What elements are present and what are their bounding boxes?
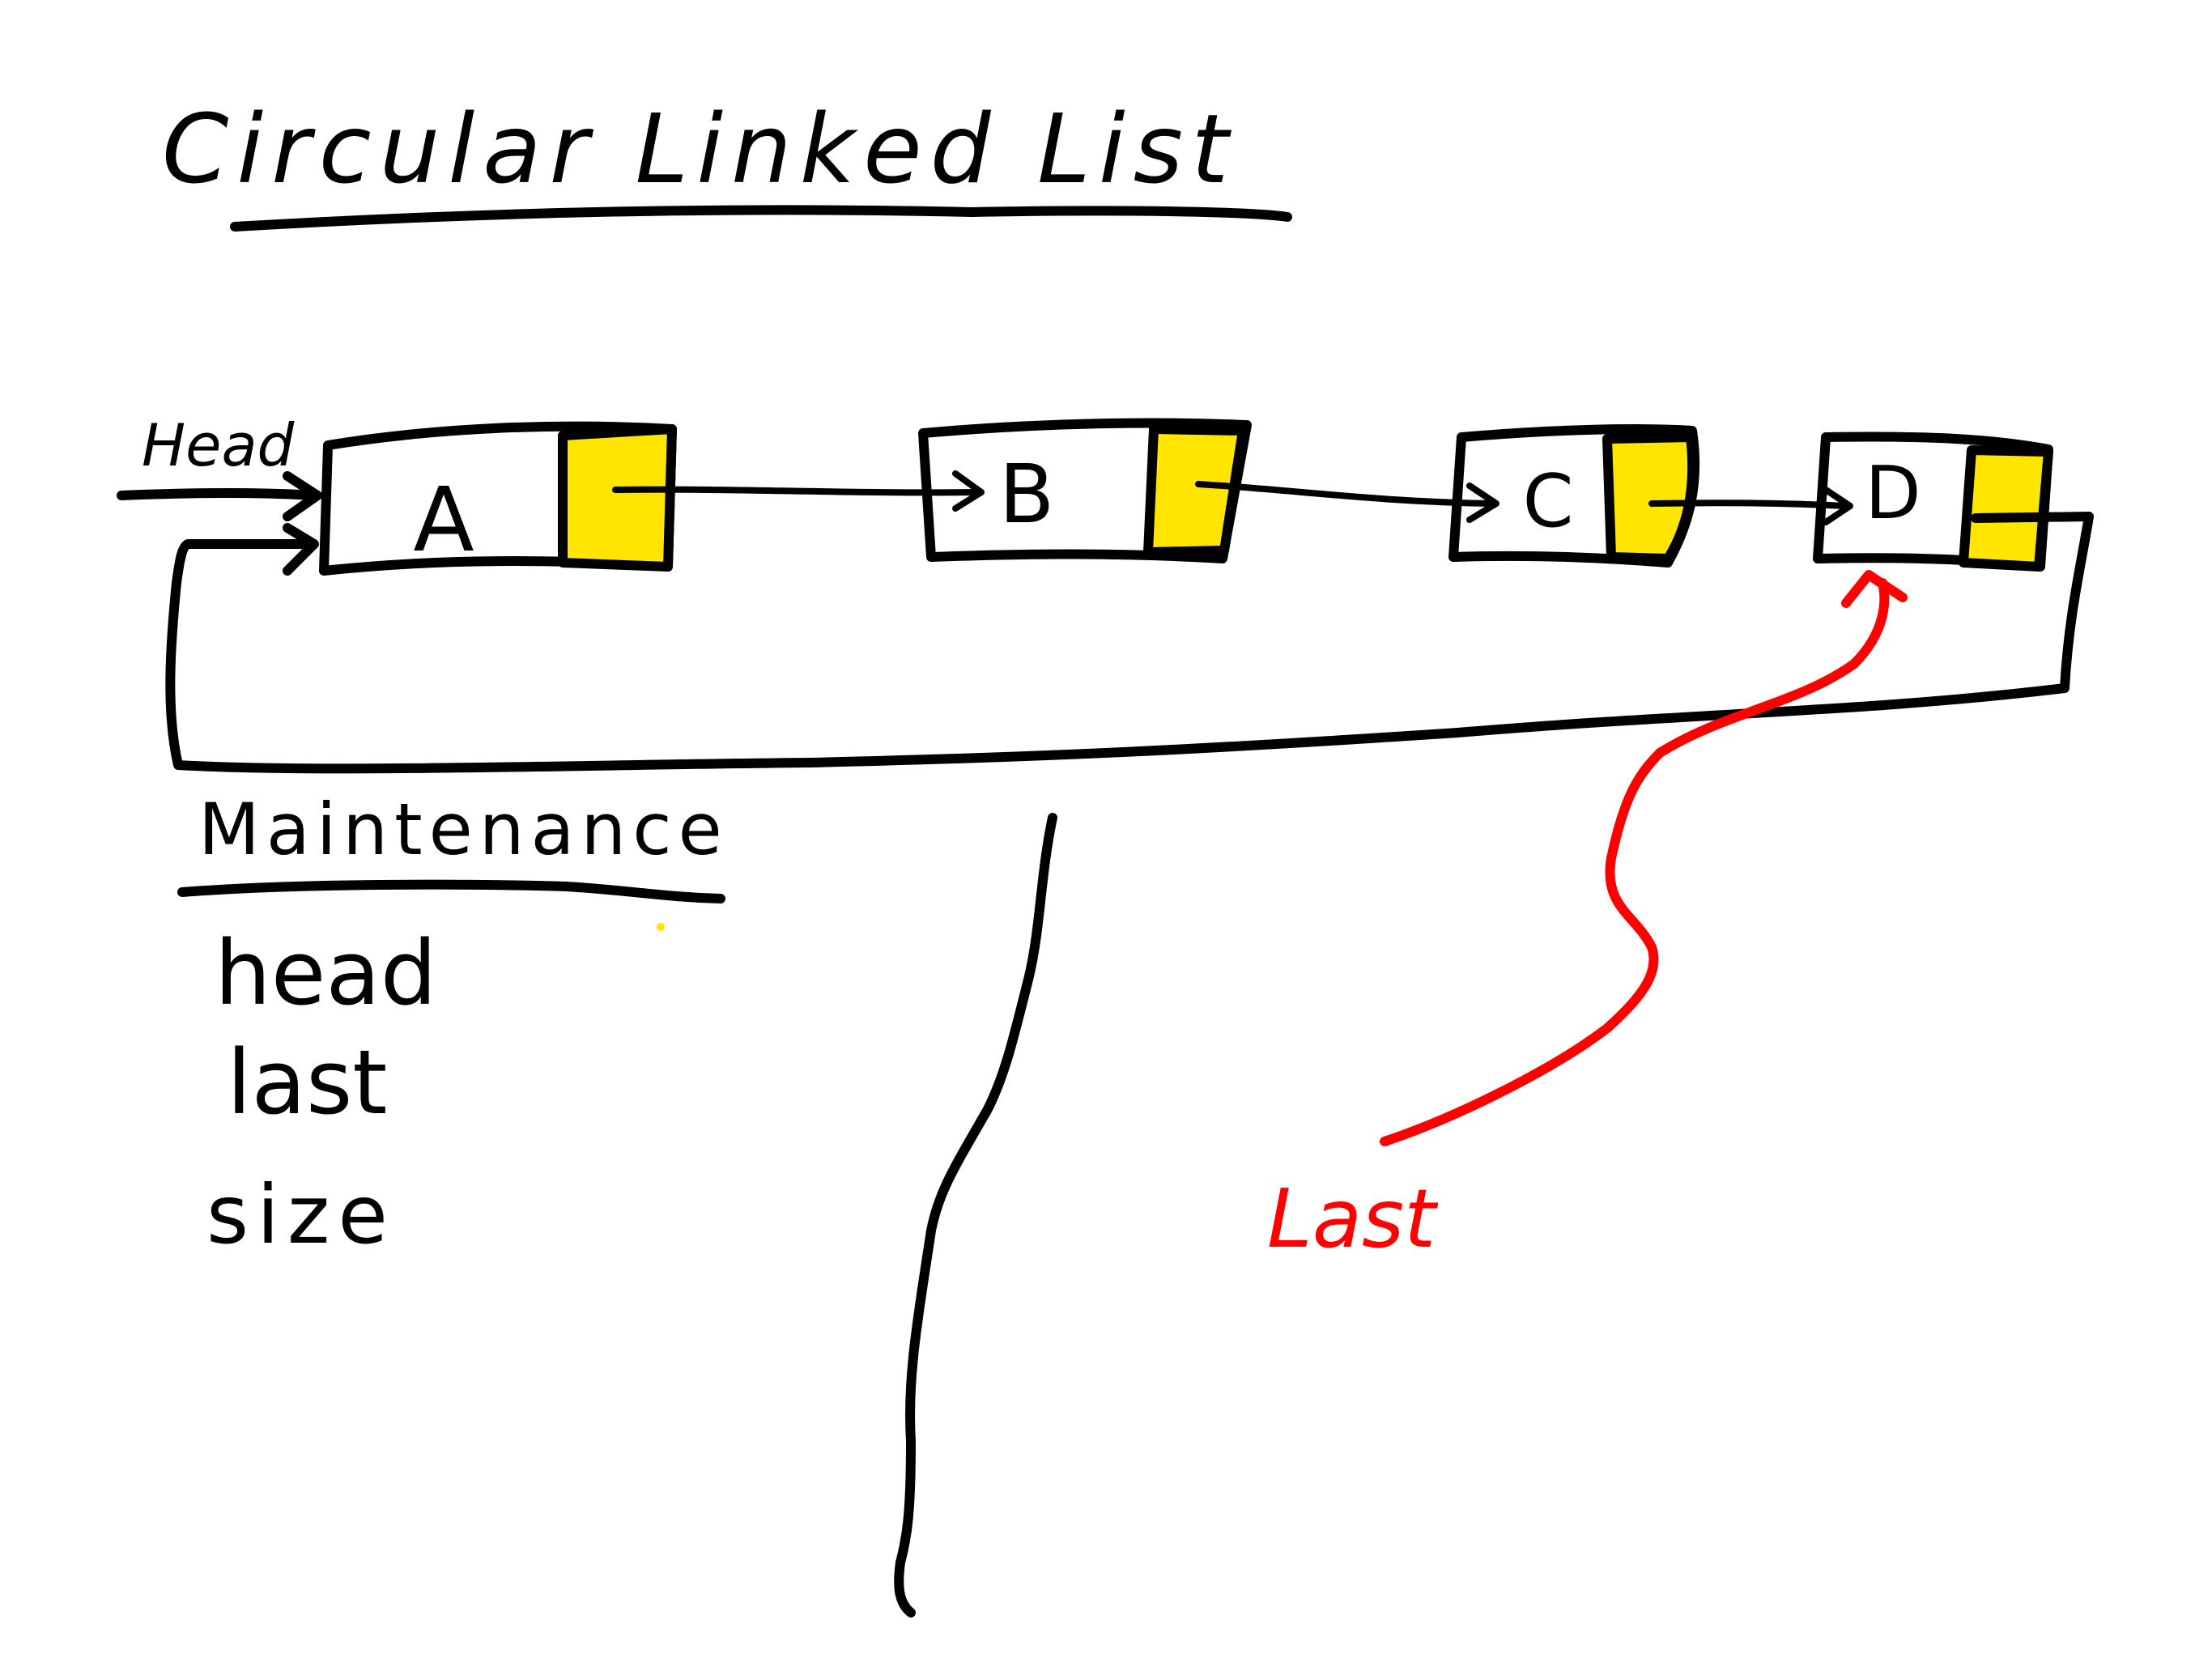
node-b: B [918,418,1252,563]
link-c-to-d [1648,500,1849,509]
link-a-to-b [612,486,983,496]
node-a-value: A [413,468,474,572]
last-arrow [1380,578,1890,1146]
last-label: Last [1267,1171,1439,1266]
node-d-pointer [1959,445,2053,572]
link-d-to-a-circular [165,512,2094,774]
title-underline [230,205,1292,232]
head-label: Head [142,411,296,479]
node-c: C [1448,424,1700,568]
maintenance-item-head: head [215,921,437,1025]
link-d-to-a-arrowhead [283,523,319,576]
stray-yellow-mark [657,923,665,931]
node-c-pointer [1602,432,1698,563]
node-b-value: B [999,447,1055,542]
link-b-to-c [1195,481,1497,507]
head-arrowhead [283,471,322,521]
node-b-pointer [1143,424,1248,557]
node-a-pointer [558,424,677,572]
link-c-to-d-arrowhead [1823,487,1853,525]
maintenance-item-size: size [206,1167,396,1262]
link-a-to-b-arrowhead [952,470,985,512]
link-b-to-c-arrowhead [1466,483,1499,523]
node-a: A [319,421,677,576]
head-arrow [117,488,321,500]
maintenance-heading: Maintenance [198,788,729,871]
node-c-value: C [1523,459,1574,544]
maintenance-underline [177,879,725,903]
last-arrowhead [1841,570,1908,608]
node-d-value: D [1865,451,1921,536]
divider-line [894,813,1057,1618]
node-d: D [1813,432,2053,572]
diagram-title: Circular Linked List [162,93,1236,205]
maintenance-item-last: last [227,1031,387,1134]
